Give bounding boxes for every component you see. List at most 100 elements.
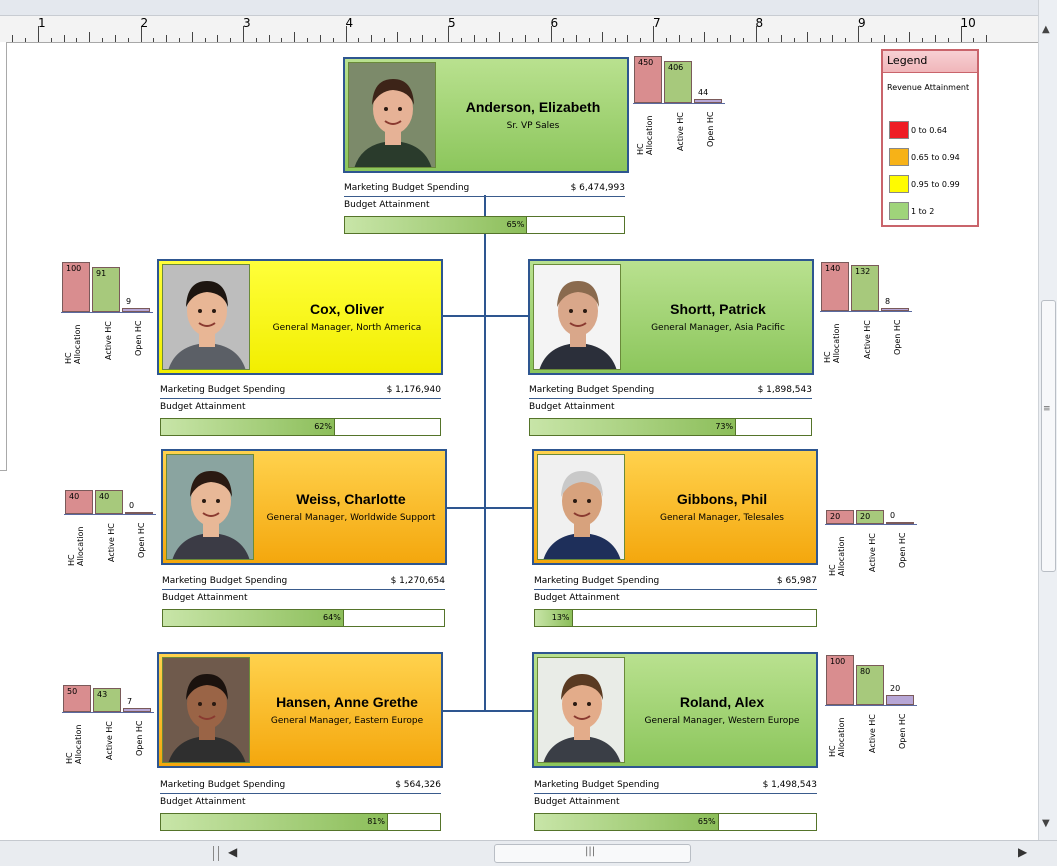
hc-value: 132: [855, 266, 871, 276]
hc-baseline: [825, 524, 917, 525]
hc-label-allocation: HC Allocation: [67, 526, 85, 566]
spending-label: Marketing Budget Spending: [160, 780, 286, 790]
ruler-number: 10: [960, 16, 976, 30]
hc-bar-open: 44: [694, 88, 722, 104]
attainment-percent: 65%: [506, 220, 525, 229]
hc-bar-active: 43: [93, 688, 121, 712]
attainment-percent: 62%: [314, 422, 332, 431]
spending-row: Marketing Budget Spending$ 65,987: [534, 575, 817, 590]
legend-swatch: [889, 148, 909, 166]
spending-label: Marketing Budget Spending: [344, 183, 470, 193]
hc-value: 80: [860, 667, 871, 676]
ruler-tick: [448, 26, 449, 42]
hc-label-allocation: HC Allocation: [828, 717, 846, 757]
hc-label-active: Active HC: [863, 320, 872, 359]
hc-bar-allocation: 50: [63, 684, 91, 712]
spending-label: Marketing Budget Spending: [534, 780, 660, 790]
hc-value: 0: [890, 511, 896, 520]
scroll-right-icon[interactable]: ▶: [1018, 845, 1028, 859]
hc-label-open: Open HC: [137, 522, 146, 558]
spending-label: Marketing Budget Spending: [160, 385, 286, 395]
hc-baseline: [820, 311, 912, 312]
ruler-tick: [845, 38, 847, 42]
hc-label-active: Active HC: [676, 112, 685, 152]
hc-baseline: [61, 312, 153, 313]
hc-baseline: [825, 705, 917, 706]
ruler-number: 9: [858, 16, 866, 30]
attainment-fill: 81%: [161, 814, 388, 830]
ruler-tick: [909, 32, 911, 42]
person-title: General Manager, Western Europe: [644, 716, 800, 726]
ruler-tick: [653, 26, 654, 42]
photo-frame: [162, 264, 250, 370]
hc-value: 50: [67, 686, 78, 696]
hc-value: 20: [830, 512, 841, 521]
horizontal-scroll-thumb[interactable]: [494, 844, 691, 863]
attainment-bar: 73%: [529, 418, 812, 436]
split-handle[interactable]: [213, 846, 219, 861]
scroll-up-icon[interactable]: ▲: [1042, 24, 1050, 35]
spending-row: Marketing Budget Spending$ 1,898,543: [529, 384, 812, 399]
ruler-tick: [191, 32, 193, 42]
ruler-tick: [524, 35, 526, 42]
hc-label-allocation: HC Allocation: [64, 324, 82, 364]
person-title: General Manager, Asia Pacific: [651, 323, 785, 333]
ruler-tick: [422, 35, 424, 42]
ruler-tick: [460, 38, 462, 42]
attainment-fill: 62%: [161, 419, 335, 435]
ruler-tick: [486, 38, 488, 42]
person-photo: [538, 658, 624, 762]
vertical-scroll-thumb[interactable]: [1041, 300, 1056, 572]
ruler-tick: [665, 38, 667, 42]
ruler-tick: [781, 35, 783, 42]
grip-icon: |||: [585, 846, 596, 857]
hc-bar-open: 20: [886, 684, 914, 705]
spending-row: Marketing Budget Spending$ 1,498,543: [534, 779, 817, 794]
scroll-left-icon[interactable]: ◀: [228, 845, 238, 859]
ruler-tick: [627, 35, 629, 42]
attainment-bar: 65%: [534, 813, 817, 831]
connector-line: [443, 315, 529, 317]
hc-bar-active: 80: [856, 665, 884, 705]
hc-value: 406: [668, 62, 684, 72]
person-name: Weiss, Charlotte: [296, 491, 406, 507]
person-name: Anderson, Elizabeth: [465, 99, 601, 115]
ruler-tick: [358, 38, 360, 42]
hc-value: 100: [66, 264, 82, 273]
hc-value: 0: [129, 501, 135, 510]
horizontal-scrollbar[interactable]: ◀ ||| ▶: [0, 840, 1057, 866]
ruler-tick: [883, 35, 885, 42]
attainment-bar: 64%: [162, 609, 445, 627]
ruler-tick: [89, 32, 91, 42]
ruler-tick: [742, 38, 744, 42]
hc-bar-allocation: 40: [65, 490, 93, 514]
person-title: General Manager, Worldwide Support: [266, 513, 436, 523]
ruler-tick: [243, 26, 244, 42]
ruler-tick: [396, 32, 398, 42]
scroll-down-icon[interactable]: ▼: [1042, 818, 1050, 829]
ruler-tick: [832, 35, 834, 42]
attainment-label: Budget Attainment: [160, 402, 246, 412]
attainment-bar: 62%: [160, 418, 441, 436]
hc-value: 40: [99, 492, 110, 501]
ruler-tick: [973, 38, 975, 42]
legend: Legend Revenue Attainment 0 to 0.64 0.65…: [881, 49, 979, 227]
ruler-tick: [563, 38, 565, 42]
vertical-scrollbar[interactable]: ▲ ≡ ▼: [1038, 0, 1057, 840]
hc-label-allocation: HC Allocation: [823, 323, 841, 363]
ruler-tick: [947, 38, 949, 42]
